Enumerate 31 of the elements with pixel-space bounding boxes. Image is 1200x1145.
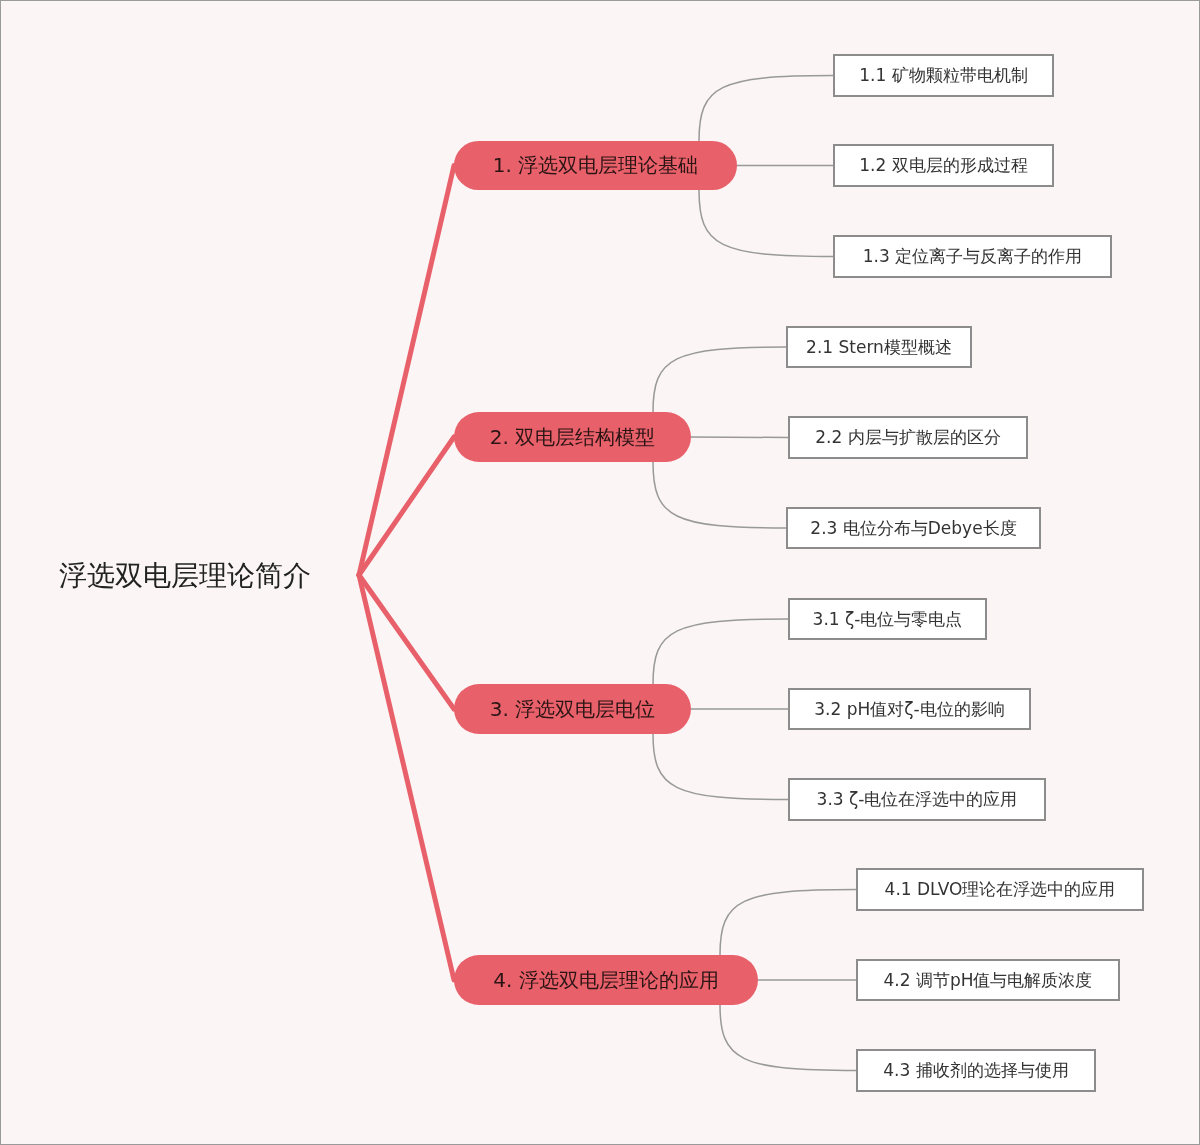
connector-line <box>719 1004 857 1072</box>
connector-line <box>652 346 787 413</box>
connector-line <box>690 436 789 439</box>
connector-line <box>356 572 457 983</box>
subtopic-box: 4.3 捕收剂的选择与使用 <box>856 1049 1096 1092</box>
subtopic-box: 1.2 双电层的形成过程 <box>833 144 1054 187</box>
central-topic-text: 浮选双电层理论简介 <box>59 557 311 595</box>
connector-line <box>698 74 834 142</box>
subtopic-box: 3.2 pH值对ζ-电位的影响 <box>788 688 1031 730</box>
subtopic-box: 2.2 内层与扩散层的区分 <box>788 416 1028 459</box>
subtopic-box: 1.1 矿物颗粒带电机制 <box>833 54 1054 97</box>
connector-line <box>356 572 457 712</box>
topic-box: 3. 浮选双电层电位 <box>454 684 691 734</box>
subtopic-box: 4.2 调节pH值与电解质浓度 <box>856 959 1120 1001</box>
subtopic-box: 1.3 定位离子与反离子的作用 <box>833 235 1112 278</box>
connector-line <box>652 461 787 529</box>
connector-line <box>757 979 857 981</box>
topic-box: 2. 双电层结构模型 <box>454 412 691 462</box>
subtopic-box: 3.3 ζ-电位在浮选中的应用 <box>788 778 1046 821</box>
connector-line <box>736 164 834 167</box>
connector-line <box>690 708 789 710</box>
subtopic-box: 2.3 电位分布与Debye长度 <box>786 507 1041 549</box>
subtopic-box: 4.1 DLVO理论在浮选中的应用 <box>856 868 1144 911</box>
topic-box: 1. 浮选双电层理论基础 <box>454 141 737 190</box>
subtopic-box: 2.1 Stern模型概述 <box>786 326 972 368</box>
connector-line <box>652 618 789 685</box>
topic-box: 4. 浮选双电层理论的应用 <box>454 955 758 1005</box>
connector-line <box>719 888 857 956</box>
connector-line <box>698 189 834 258</box>
connector-line <box>652 733 789 801</box>
subtopic-box: 3.1 ζ-电位与零电点 <box>788 598 987 640</box>
